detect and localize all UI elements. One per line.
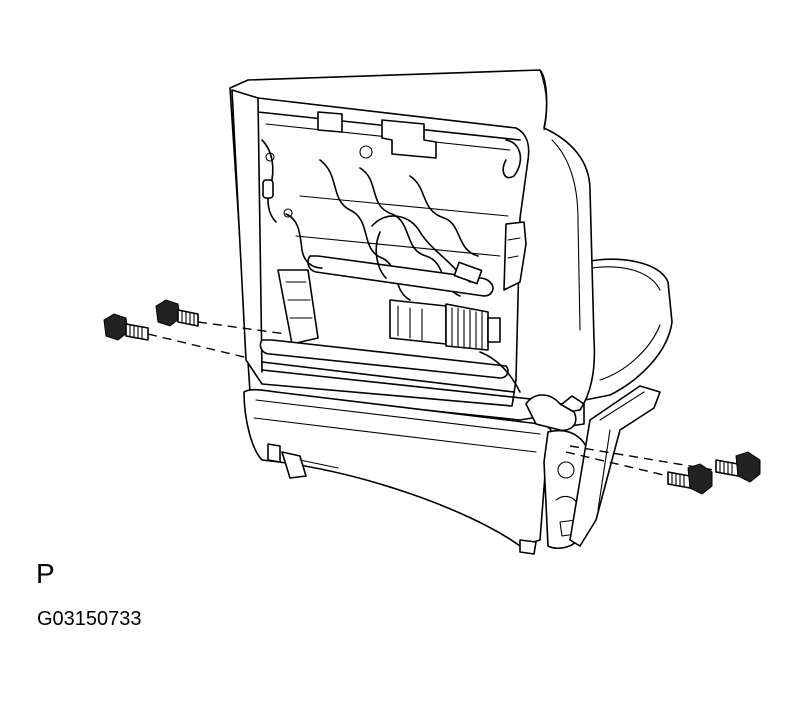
bolt-right-upper bbox=[715, 451, 761, 483]
alignment-lines bbox=[147, 321, 715, 477]
seatback-frame bbox=[231, 89, 530, 407]
bolt-left-upper bbox=[155, 299, 199, 327]
bolt-right-lower bbox=[667, 463, 713, 495]
seat-cushion bbox=[584, 258, 673, 401]
view-label: P bbox=[36, 558, 55, 589]
bolt-left-lower bbox=[103, 313, 149, 341]
seat-base bbox=[243, 369, 661, 555]
figure-id: G03150733 bbox=[37, 608, 142, 630]
